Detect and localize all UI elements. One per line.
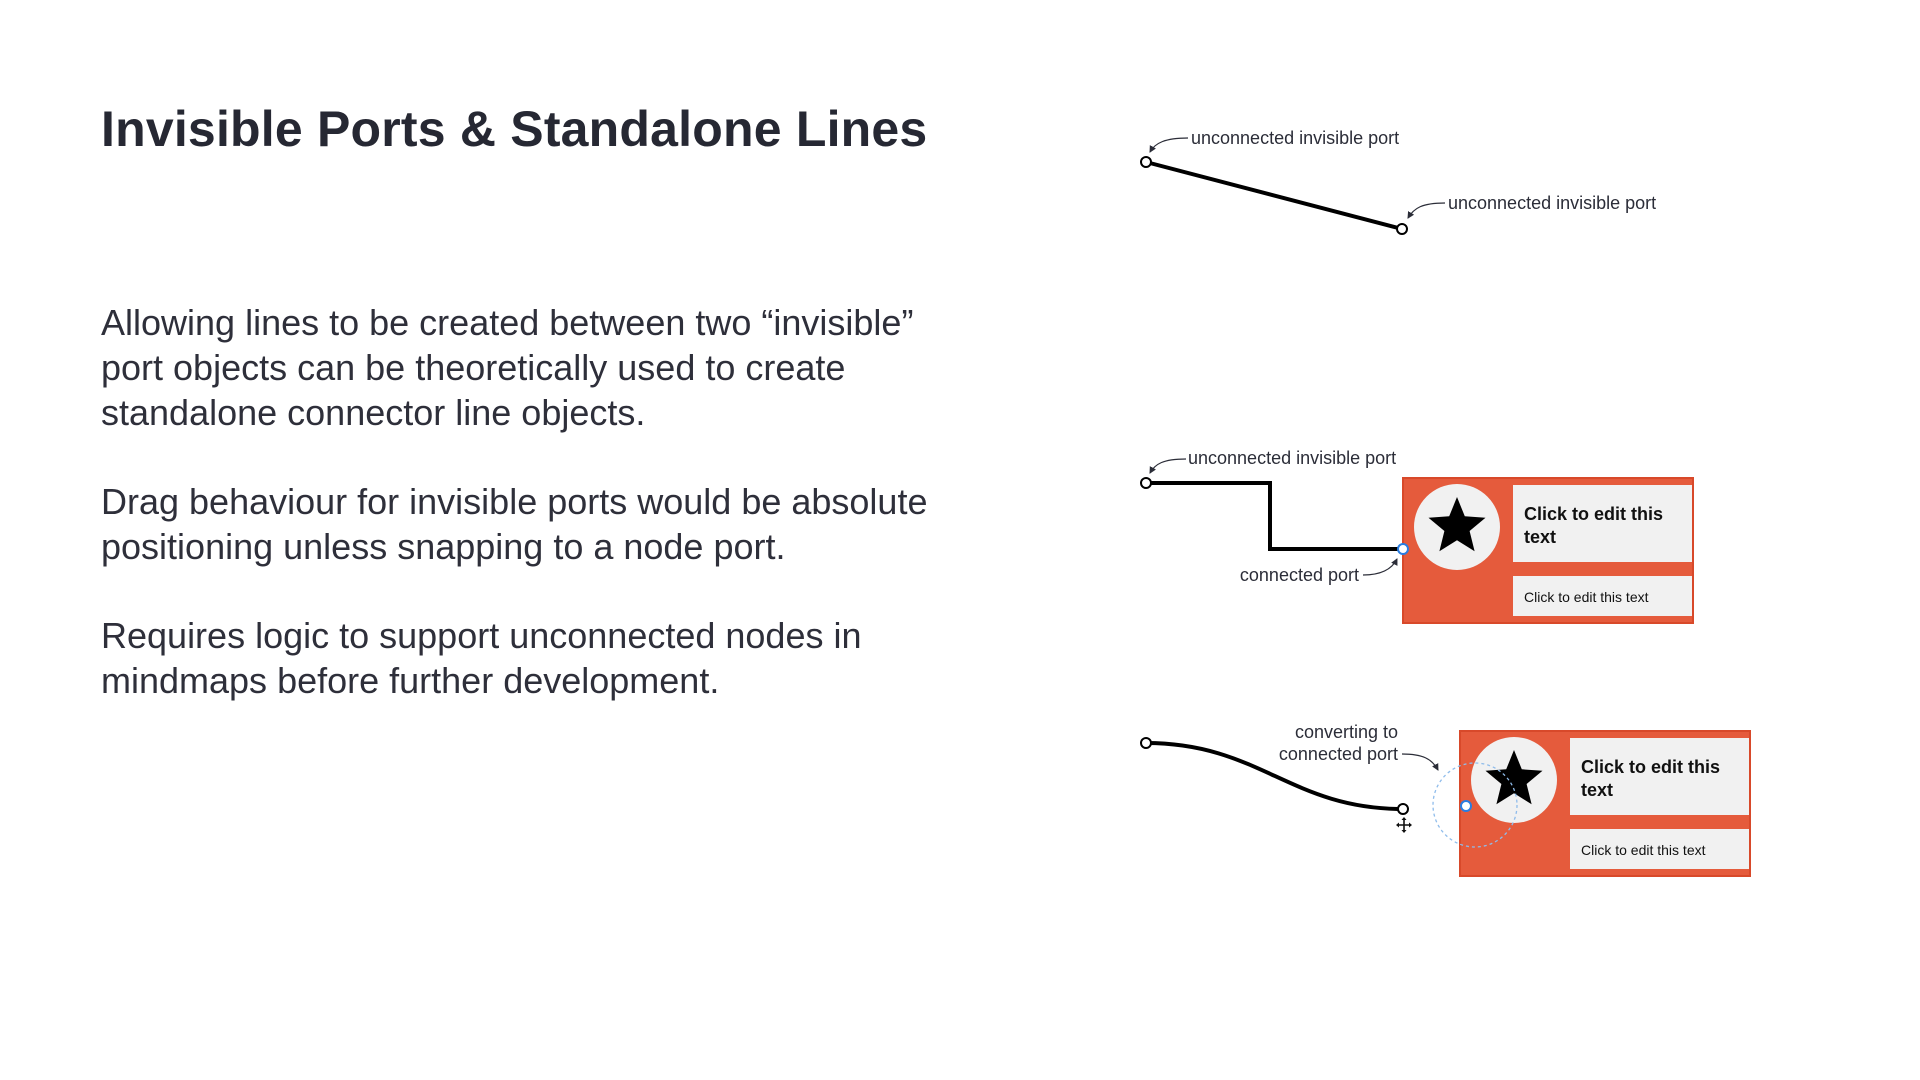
node-title-line-1: Click to edit this (1581, 757, 1720, 777)
star-icon (1485, 750, 1543, 805)
label-converting-line-2: connected port (1279, 744, 1398, 764)
node-subtitle: Click to edit this text (1581, 842, 1706, 858)
invisible-port-start[interactable] (1140, 156, 1152, 168)
label-converting-line-1: converting to (1295, 722, 1398, 742)
paragraph-3: Requires logic to support unconnected no… (101, 615, 862, 701)
mindmap-node[interactable]: Click to edit this text Click to edit th… (1402, 477, 1694, 624)
example-curved-line: converting to connected port Click to ed… (1140, 722, 1751, 877)
annotation-arrow (1407, 202, 1446, 219)
node-title-panel[interactable] (1513, 485, 1692, 562)
snap-port[interactable] (1460, 800, 1472, 812)
annotation-arrow (1149, 137, 1189, 153)
annotation-arrow (1362, 558, 1398, 576)
star-icon (1428, 497, 1486, 552)
invisible-port-start[interactable] (1140, 477, 1152, 489)
invisible-port-end[interactable] (1397, 803, 1409, 815)
node-title-line-2: text (1581, 780, 1613, 800)
slide-title: Invisible Ports & Standalone Lines (101, 101, 928, 157)
curved-connector-line[interactable] (1145, 741, 1404, 811)
label-unconnected-port-3: unconnected invisible port (1188, 448, 1396, 468)
paragraph-1: Allowing lines to be created between two… (101, 302, 914, 433)
invisible-port-end[interactable] (1396, 223, 1408, 235)
node-title-panel[interactable] (1570, 738, 1749, 815)
snap-target-indicator (1432, 762, 1518, 848)
label-unconnected-port-2: unconnected invisible port (1448, 193, 1656, 213)
example-straight-line: unconnected invisible port unconnected i… (1140, 128, 1656, 235)
connected-port[interactable] (1397, 543, 1409, 555)
mindmap-node[interactable]: Click to edit this text Click to edit th… (1459, 730, 1751, 877)
label-connected-port: connected port (1240, 565, 1359, 585)
annotation-arrow (1401, 753, 1439, 771)
elbow-connector-line[interactable] (1146, 481, 1403, 551)
invisible-port-start[interactable] (1140, 737, 1152, 749)
example-elbow-line: unconnected invisible port connected por… (1140, 448, 1694, 624)
node-title-line-2: text (1524, 527, 1556, 547)
node-title-line-1: Click to edit this (1524, 504, 1663, 524)
move-cursor-icon (1396, 817, 1412, 833)
node-subtitle-panel[interactable] (1513, 576, 1692, 616)
annotation-arrow (1149, 458, 1187, 474)
standalone-line[interactable] (1144, 160, 1404, 231)
node-subtitle-panel[interactable] (1570, 829, 1749, 869)
body-text: Allowing lines to be created between two… (101, 300, 961, 747)
paragraph-2: Drag behaviour for invisible ports would… (101, 481, 928, 567)
label-unconnected-port-1: unconnected invisible port (1191, 128, 1399, 148)
node-subtitle: Click to edit this text (1524, 589, 1649, 605)
